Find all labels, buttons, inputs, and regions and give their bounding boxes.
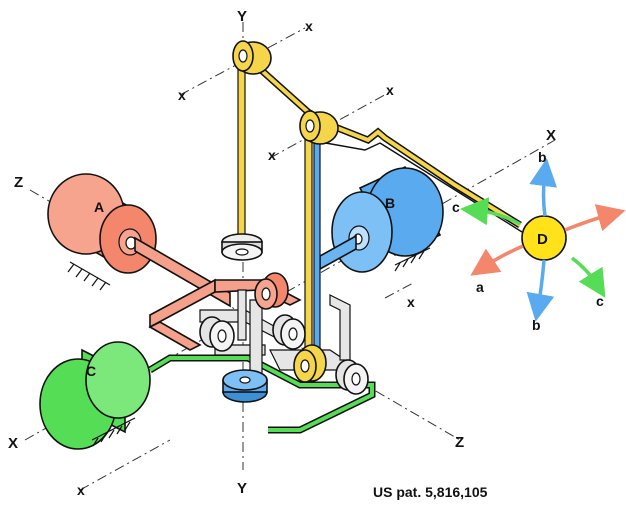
axis-y-top-label: Y [237, 8, 247, 25]
axis-y-bottom-label: Y [237, 480, 247, 497]
axis-z-left-label: Z [14, 174, 23, 191]
rotation-arrows [460, 158, 626, 322]
axis-x-small-label-5: x [407, 294, 415, 310]
motor-c: C [39, 341, 151, 450]
axis-x-small-label-4: x [268, 147, 276, 163]
rotation-a-label: a [476, 279, 484, 295]
rotation-b-bottom-label: b [532, 317, 541, 333]
rotation-c-right-label: c [596, 293, 604, 309]
pulley-top [232, 40, 272, 75]
motor-c-label: C [86, 363, 96, 379]
motor-a: A [47, 173, 157, 291]
axis-x-small-label-1: x [305, 18, 313, 34]
bearings [199, 233, 369, 395]
axis-x-right-label: X [546, 127, 556, 144]
output-d-label: D [537, 231, 548, 248]
ring-a [254, 272, 289, 310]
axis-x-left-label: X [8, 435, 18, 452]
patent-caption: US pat. 5,816,105 [373, 484, 488, 500]
axis-x-small-label-2: x [178, 87, 186, 103]
disk-blue [222, 369, 268, 403]
rotation-b-top-label: b [538, 149, 547, 165]
axis-x-small-label-3: x [386, 82, 394, 98]
motor-b: B [331, 165, 444, 273]
output-d: D [521, 215, 567, 261]
motor-a-label: A [94, 199, 104, 215]
motor-b-label: B [385, 195, 395, 211]
pulley-mid [299, 110, 339, 145]
rotation-c-left-label: c [452, 199, 460, 215]
pulley-bottom [293, 344, 327, 383]
axis-z-right-label: Z [455, 434, 464, 451]
axis-x-small-label-6: x [77, 482, 85, 498]
